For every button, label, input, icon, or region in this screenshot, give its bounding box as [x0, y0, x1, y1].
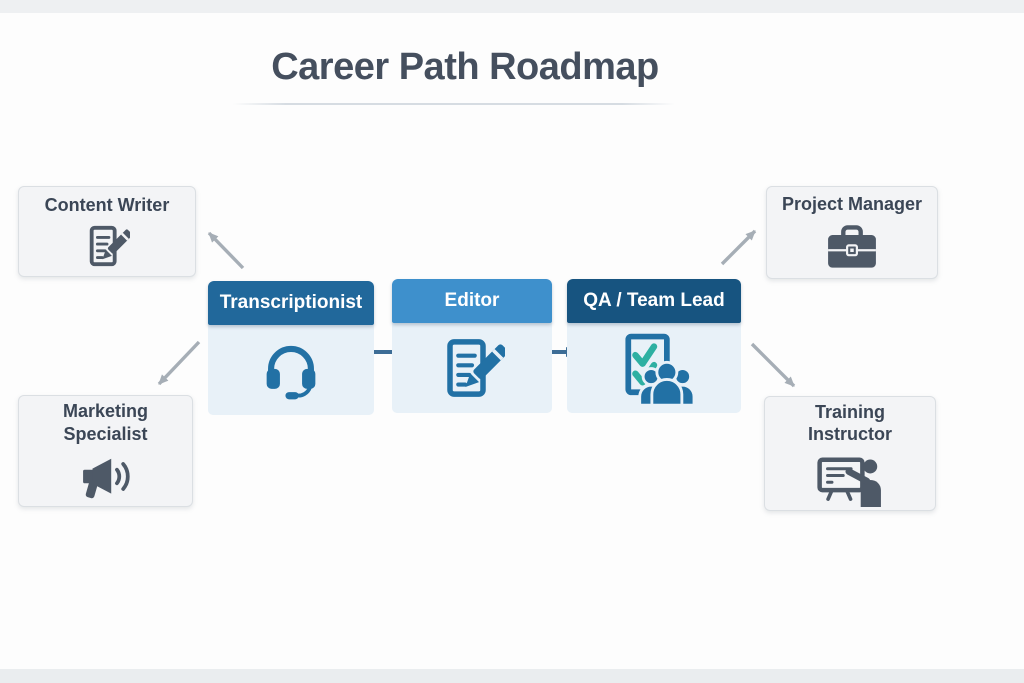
stage-header-qa-team-lead: QA / Team Lead	[567, 279, 741, 323]
checklist-team-icon	[610, 328, 698, 408]
side-role-project-manager: Project Manager	[766, 186, 938, 279]
arrow-qa-team-lead-to-project-manager	[720, 229, 757, 266]
side-role-label: Project Manager	[781, 193, 923, 214]
arrow-transcriptionist-to-content-writer	[207, 231, 245, 270]
stage-header-editor: Editor	[392, 279, 552, 323]
teal-check	[632, 343, 658, 367]
stage-body-qa-team-lead	[567, 323, 741, 413]
stage-editor: Editor	[392, 279, 552, 413]
side-role-training-instructor: Training Instructor	[764, 396, 936, 511]
stage-header-transcriptionist: Transcriptionist	[208, 281, 374, 325]
presenter-board-icon	[816, 453, 884, 507]
stage-qa-team-lead: QA / Team Lead	[567, 279, 741, 413]
arrow-transcriptionist-to-marketing-specialist	[157, 340, 201, 386]
side-role-marketing-specialist: Marketing Specialist	[18, 395, 193, 507]
briefcase-icon	[821, 222, 883, 272]
document-pencil-icon	[439, 335, 505, 401]
stage-body-editor	[392, 323, 552, 413]
document-pencil-icon	[84, 223, 130, 269]
megaphone-icon	[77, 452, 135, 502]
side-role-label: Marketing Specialist	[62, 401, 149, 444]
side-role-content-writer: Content Writer	[18, 186, 196, 277]
side-role-label: Training Instructor	[807, 401, 892, 445]
top-edge-strip	[0, 0, 1024, 13]
title-divider	[233, 103, 675, 105]
arrow-qa-team-lead-to-training-instructor	[750, 342, 796, 388]
page-title: Career Path Roadmap	[271, 46, 659, 88]
bottom-edge-strip	[0, 669, 1024, 683]
headset-icon	[257, 339, 325, 401]
side-role-label: Content Writer	[44, 194, 170, 215]
stage-body-transcriptionist	[208, 325, 374, 415]
stage-transcriptionist: Transcriptionist	[208, 281, 374, 415]
